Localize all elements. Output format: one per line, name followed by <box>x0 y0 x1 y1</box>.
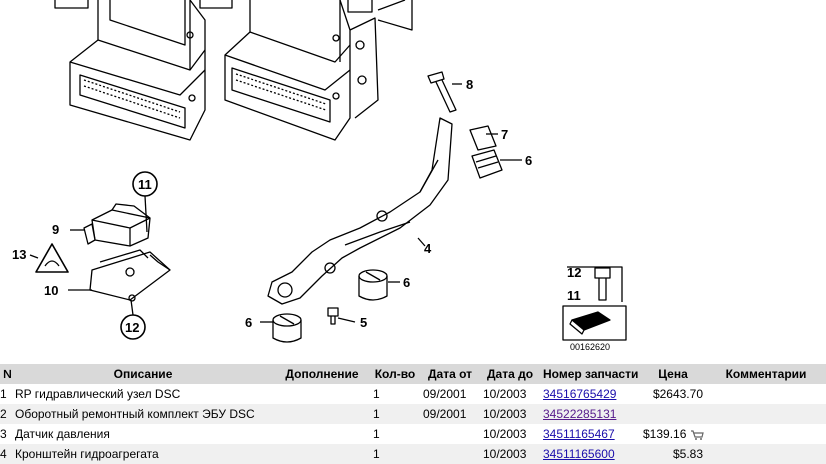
col-header-date-to: Дата до <box>480 364 540 384</box>
bracket <box>267 117 453 305</box>
row-part-no-cell: 34511165600 <box>540 444 640 464</box>
row-num: 4 <box>0 444 12 464</box>
row-comment <box>706 384 826 404</box>
callout-10: 10 <box>44 283 58 298</box>
row-description: Оборотный ремонтный комплект ЭБУ DSC <box>12 404 274 424</box>
callout-4: 4 <box>424 241 432 256</box>
row-comment <box>706 424 826 444</box>
row-description: Датчик давления <box>12 424 274 444</box>
hydraulic-unit <box>199 0 413 141</box>
row-price-cell: $139.16 <box>640 424 706 444</box>
callout-6-bottom: 6 <box>245 315 252 330</box>
pad-7 <box>469 125 497 151</box>
row-date-from: 09/2001 <box>420 404 480 424</box>
legend-bolt <box>594 267 611 301</box>
part-number-link[interactable]: 34511165467 <box>543 427 615 441</box>
row-date-from <box>420 444 480 464</box>
row-date-from: 09/2001 <box>420 384 480 404</box>
callout-6-top: 6 <box>525 153 532 168</box>
row-date-to: 10/2003 <box>480 384 540 404</box>
row-num: 2 <box>0 404 12 424</box>
col-header-price: Цена <box>640 364 706 384</box>
row-description: RP гидравлический узел DSC <box>12 384 274 404</box>
row-date-to: 10/2003 <box>480 404 540 424</box>
row-qty: 1 <box>370 384 420 404</box>
row-part-no-cell: 34516765429 <box>540 384 640 404</box>
col-header-part-no: Номер запчасти <box>540 364 640 384</box>
callout-5: 5 <box>360 315 367 330</box>
row-addition <box>274 444 370 464</box>
pressure-sensor <box>83 203 151 247</box>
row-qty: 1 <box>370 424 420 444</box>
reference-code: 00162620 <box>570 342 610 352</box>
row-qty: 1 <box>370 404 420 424</box>
rubber-mount-6-top <box>471 149 503 179</box>
callout-11: 11 <box>138 177 152 192</box>
callout-7: 7 <box>501 127 508 142</box>
warning-triangle-icon <box>35 243 69 273</box>
row-addition <box>274 384 370 404</box>
col-header-date-from: Дата от <box>420 364 480 384</box>
row-price <box>640 404 706 424</box>
row-date-from <box>420 424 480 444</box>
row-num: 3 <box>0 424 12 444</box>
rubber-mount-6-bottom <box>272 313 302 343</box>
part-number-link[interactable]: 34522285131 <box>543 407 617 421</box>
table-row: 2 Оборотный ремонтный комплект ЭБУ DSC 1… <box>0 404 826 424</box>
row-addition <box>274 424 370 444</box>
row-comment <box>706 404 826 424</box>
table-row: 4 Кронштейн гидроагрегата 1 10/2003 3451… <box>0 444 826 464</box>
callout-12: 12 <box>125 320 139 335</box>
row-part-no-cell: 34522285131 <box>540 404 640 424</box>
callout-6-mid: 6 <box>403 275 410 290</box>
row-description: Кронштейн гидроагрегата <box>12 444 274 464</box>
row-comment <box>706 444 826 464</box>
row-price: $139.16 <box>643 427 687 441</box>
legend-label-12: 12 <box>567 265 581 280</box>
row-qty: 1 <box>370 444 420 464</box>
sensor-plate <box>89 249 171 302</box>
legend-label-11: 11 <box>567 288 581 303</box>
table-row: 3 Датчик давления 1 10/2003 34511165467 … <box>0 424 826 444</box>
part-number-link[interactable]: 34511165600 <box>543 447 615 461</box>
table-row: 1 RP гидравлический узел DSC 1 09/2001 1… <box>0 384 826 404</box>
row-price: $2643.70 <box>640 384 706 404</box>
row-num: 1 <box>0 384 12 404</box>
parts-table: № Описание Дополнение Кол-во Дата от Дат… <box>0 364 826 464</box>
rubber-mount-6-mid <box>358 269 388 301</box>
legend-box <box>562 266 627 341</box>
col-header-qty: Кол-во <box>370 364 420 384</box>
cart-icon[interactable] <box>690 430 705 440</box>
col-header-description: Описание <box>12 364 274 384</box>
col-header-addition: Дополнение <box>274 364 370 384</box>
row-addition <box>274 404 370 424</box>
part-number-link[interactable]: 34516765429 <box>543 387 617 401</box>
row-price: $5.83 <box>640 444 706 464</box>
row-date-to: 10/2003 <box>480 444 540 464</box>
bolt-8 <box>427 71 457 113</box>
callout-9: 9 <box>52 222 59 237</box>
ecu-module-left <box>54 0 206 141</box>
row-date-to: 10/2003 <box>480 424 540 444</box>
row-part-no-cell: 34511165467 <box>540 424 640 444</box>
col-header-num: № <box>0 364 12 384</box>
callout-8: 8 <box>466 77 473 92</box>
table-header-row: № Описание Дополнение Кол-во Дата от Дат… <box>0 364 826 384</box>
col-header-comments: Комментарии <box>706 364 826 384</box>
screw-5 <box>327 307 339 325</box>
parts-diagram: 8 7 6 4 6 5 6 9 11 13 10 12 12 11 001626… <box>12 0 627 352</box>
callout-13: 13 <box>12 247 26 262</box>
